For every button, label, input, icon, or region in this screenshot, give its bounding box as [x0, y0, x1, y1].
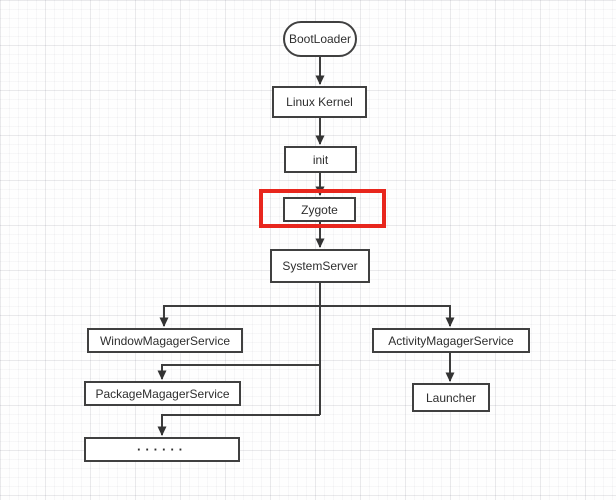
node-systemserver: SystemServer — [270, 249, 370, 283]
node-ellipsis: ······ — [84, 437, 240, 462]
zygote-highlight-box — [259, 189, 386, 228]
edge-systemserver-windowmagagerservice — [159, 305, 320, 327]
node-linux-kernel: Linux Kernel — [272, 86, 367, 118]
edge-systemserver-packagemagagerservice — [157, 364, 320, 380]
node-activitymagagerservice: ActivityMagagerService — [372, 328, 530, 353]
node-packagemagagerservice: PackageMagagerService — [84, 381, 241, 406]
node-init: init — [284, 146, 357, 173]
edge-systemserver-ellipsis — [157, 414, 320, 436]
node-bootloader: BootLoader — [283, 21, 357, 57]
node-zygote: Zygote — [283, 197, 356, 222]
node-windowmagagerservice: WindowMagagerService — [87, 328, 243, 353]
edge-systemserver-activitymagagerservice — [320, 305, 455, 327]
node-launcher: Launcher — [412, 383, 490, 412]
